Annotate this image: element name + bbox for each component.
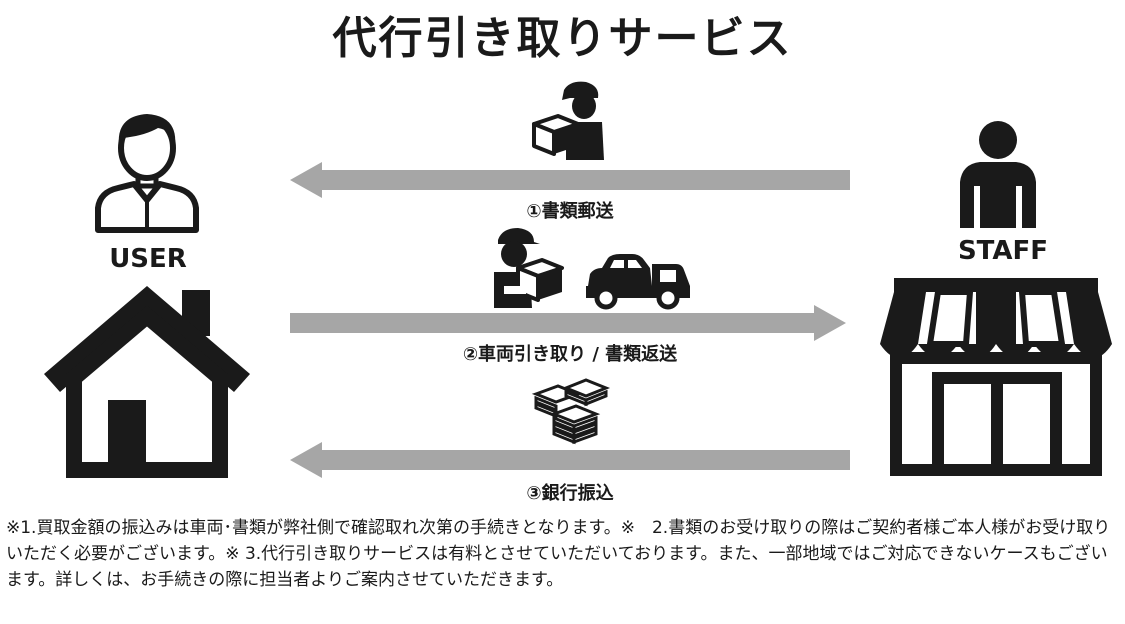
arrow-bank-transfer <box>290 442 850 478</box>
user-label: USER <box>109 244 187 274</box>
house-icon <box>44 286 250 478</box>
staff-label: STAFF <box>957 236 1049 266</box>
step-1-label: ①書類郵送 <box>526 201 614 222</box>
user-person-icon <box>95 114 199 233</box>
courier-carrying-box-icon <box>494 228 564 308</box>
cash-stacks-icon <box>531 378 611 445</box>
arrow-documents-mail <box>290 162 850 198</box>
step-3-label: ③銀行振込 <box>526 483 614 504</box>
tow-truck-icon <box>586 254 690 310</box>
shop-icon <box>880 278 1112 476</box>
courier-with-box-icon <box>532 81 604 160</box>
arrow-vehicle-pickup <box>290 305 846 341</box>
staff-person-icon <box>960 121 1036 228</box>
footnotes: ※1.買取金額の振込みは車両･書類が弊社側で確認取れ次第の手続きとなります。※ … <box>6 518 1111 590</box>
step-2-label: ②車両引き取り / 書類返送 <box>462 344 678 365</box>
page-title: 代行引き取りサービス <box>332 13 793 64</box>
